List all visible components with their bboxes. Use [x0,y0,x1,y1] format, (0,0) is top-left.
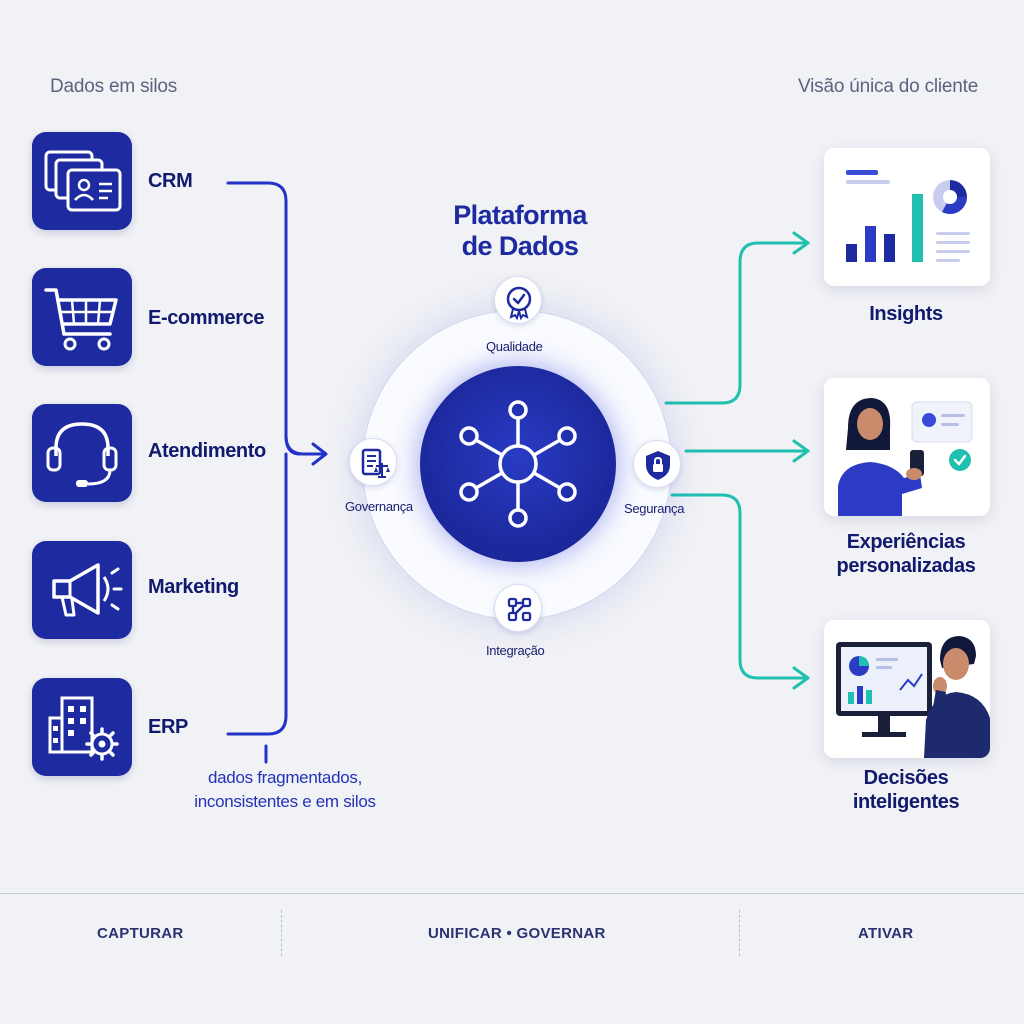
output-label-insights-line-1: Insights [869,303,943,325]
id-cards-icon [44,150,122,212]
megaphone-icon [52,563,123,617]
integration-nodes-icon [507,597,532,622]
output-label-experiences-line-2: personalizadas [836,555,976,577]
decisions-card[interactable] [824,620,990,758]
output-label-decisions: Decisões inteligentes [820,766,992,814]
bracket-arrow-icon [311,442,328,466]
single-view-heading: Visão única do cliente [798,76,979,97]
pillar-label-integracao: Integração [486,643,545,658]
silos-heading: Dados em silos [50,76,178,97]
footer-separator-2 [739,910,740,956]
pillar-label-qualidade: Qualidade [486,339,543,354]
platform-title: Plataforma de Dados [420,200,620,262]
platform-title-line-2: de Dados [461,231,579,261]
ecommerce-tile[interactable] [32,268,132,366]
governance-document-icon [361,448,390,478]
insights-connector-line [664,241,806,405]
platform-title-line-1: Plataforma [453,200,587,230]
pillar-label-governanca: Governança [345,499,413,514]
footer-divider [0,893,1024,894]
platform-core[interactable] [420,366,616,562]
fragmented-data-note: dados fragmentados, inconsistentes e em … [170,766,400,814]
insights-card[interactable] [824,148,990,286]
decisions-connector-line [670,493,806,680]
source-label-ecommerce: E-commerce [148,307,265,329]
headset-icon [46,422,118,487]
crm-tile[interactable] [32,132,132,230]
stage-activate: ATIVAR [858,925,914,942]
output-label-insights: Insights [820,302,992,326]
shopping-cart-icon [44,288,118,351]
security-badge[interactable] [633,440,681,488]
fragmented-note-line-1: dados fragmentados, [207,768,362,787]
building-gear-icon [48,696,119,761]
dashboard-chart-icon [846,170,970,262]
footer-separator-1 [281,910,282,956]
stage-unify-govern: UNIFICAR • GOVERNAR [428,925,606,942]
source-label-crm: CRM [148,170,193,192]
output-label-decisions-line-2: inteligentes [852,791,960,813]
experiences-card[interactable] [824,378,990,516]
shield-lock-icon [646,451,670,480]
output-label-decisions-line-1: Decisões [863,767,949,789]
integration-badge[interactable] [494,584,542,632]
source-label-atendimento: Atendimento [148,440,266,462]
network-hub-icon [459,400,577,528]
stage-capture: CAPTURAR [97,925,184,942]
output-label-experiences: Experiências personalizadas [820,530,992,578]
source-label-erp: ERP [148,716,188,738]
fragmented-note-line-2: inconsistentes e em silos [194,792,376,811]
man-monitor-icon [836,636,990,758]
quality-badge[interactable] [494,276,542,324]
woman-phone-icon [838,398,973,516]
source-label-marketing: Marketing [148,576,239,598]
atendimento-tile[interactable] [32,404,132,502]
marketing-tile[interactable] [32,541,132,639]
erp-tile[interactable] [32,678,132,776]
output-label-experiences-line-1: Experiências [846,531,966,553]
quality-seal-icon [506,286,532,321]
pillar-label-seguranca: Segurança [624,501,685,516]
governance-badge[interactable] [349,438,397,486]
